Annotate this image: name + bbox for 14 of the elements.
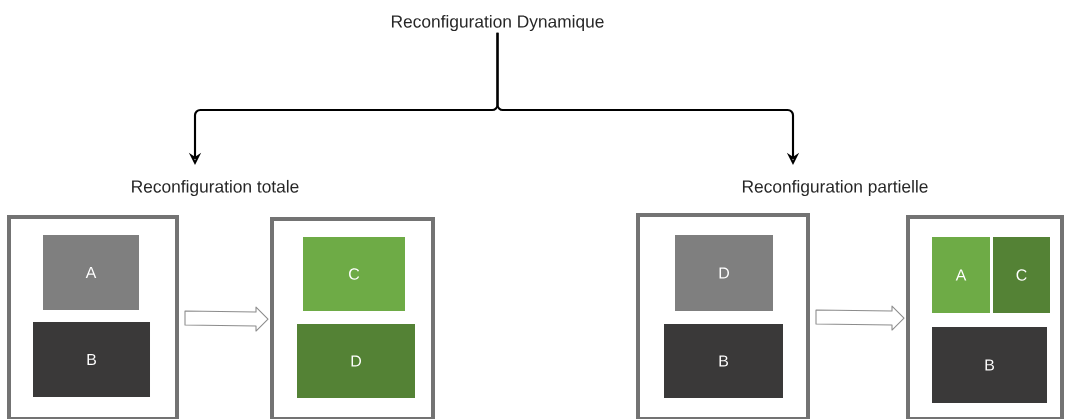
memory-block: A (43, 235, 139, 310)
memory-block: B (932, 327, 1047, 403)
memory-block: B (664, 324, 783, 398)
block-arrow (815, 305, 905, 331)
memory-block: A (932, 237, 990, 313)
memory-block: C (303, 237, 405, 311)
memory-block: B (33, 322, 150, 397)
memory-block: C (993, 237, 1050, 313)
heading-text: Reconfiguration Dynamique (392, 14, 604, 32)
block-arrow (184, 306, 269, 332)
heading-text: Reconfiguration partielle (742, 179, 928, 197)
heading-text: Reconfiguration totale (132, 179, 299, 197)
memory-block: D (297, 324, 415, 398)
memory-block: D (675, 235, 773, 311)
